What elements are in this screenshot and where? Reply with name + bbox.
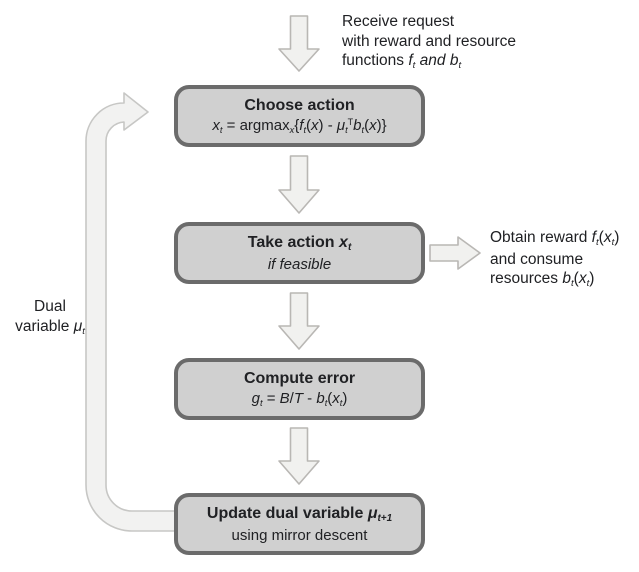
- text-token: (: [573, 270, 579, 287]
- text-token: b: [316, 389, 325, 407]
- text-token: B: [279, 389, 290, 407]
- text-token: Receive request: [342, 13, 455, 30]
- text-token: functions: [342, 52, 409, 69]
- text-token: t: [412, 60, 416, 72]
- text-token: μ: [336, 116, 346, 134]
- text-token: Compute error: [243, 369, 356, 387]
- text-token: /: [289, 389, 294, 407]
- text-token: t: [586, 278, 590, 290]
- text-token: T: [347, 117, 354, 127]
- box-formula: xt = argmaxx{ft(x) - μtTbt(x)}: [212, 116, 386, 137]
- text-token: x: [332, 389, 340, 407]
- down-arrow-icon: [278, 427, 320, 485]
- text-token: if feasible: [267, 255, 332, 273]
- box-title: Take action xt: [248, 233, 352, 255]
- text-token: f: [591, 229, 596, 246]
- text-token: ): [342, 389, 348, 407]
- text-token: t: [303, 124, 307, 135]
- text-token: t: [339, 397, 343, 408]
- text-token: b: [353, 116, 362, 134]
- text-token: x: [578, 270, 587, 287]
- text-token: T: [293, 389, 304, 407]
- text-token: -: [303, 389, 317, 407]
- text-token: ): [614, 229, 620, 246]
- note-line: Receive request: [342, 12, 516, 32]
- box-formula: using mirror descent: [232, 526, 368, 545]
- text-token: x: [603, 229, 612, 246]
- text-token: t: [595, 237, 599, 249]
- text-token: ): [589, 270, 595, 287]
- box-choose-action: Choose action xt = argmaxx{ft(x) - μtTbt…: [174, 85, 425, 147]
- text-token: Take action: [247, 233, 340, 251]
- down-arrow-icon: [278, 155, 320, 214]
- text-token: x: [212, 116, 220, 134]
- text-token: g: [251, 389, 260, 407]
- text-token: variable: [15, 317, 74, 335]
- text-token: t: [324, 397, 328, 408]
- text-token: b: [562, 270, 571, 287]
- text-token: and consume: [490, 250, 584, 268]
- text-token: )}: [376, 116, 387, 134]
- box-update-dual-variable: Update dual variable μt+1 using mirror d…: [174, 493, 425, 555]
- text-token: Update dual variable: [206, 504, 368, 522]
- text-token: x: [311, 116, 319, 134]
- text-token: f: [408, 52, 413, 69]
- box-formula: if feasible: [268, 255, 331, 274]
- down-arrow-icon: [278, 15, 320, 72]
- text-token: using mirror descent: [231, 526, 368, 544]
- receive-request-note: Receive request with reward and resource…: [342, 12, 516, 73]
- dual-variable-label: Dual variable μt: [0, 297, 100, 338]
- text-token: {: [294, 116, 300, 134]
- text-token: μ: [73, 317, 83, 335]
- text-token: t: [347, 241, 352, 253]
- text-token: t: [345, 124, 348, 135]
- box-title: Choose action: [244, 96, 354, 116]
- text-token: resources: [490, 270, 563, 287]
- text-token: x: [369, 116, 377, 134]
- box-take-action: Take action xt if feasible: [174, 222, 425, 284]
- right-arrow-icon: [429, 236, 481, 270]
- note-line: with reward and resource: [342, 32, 516, 52]
- text-token: μ: [367, 504, 378, 522]
- text-token: Choose action: [244, 96, 355, 114]
- text-token: (: [364, 116, 370, 134]
- text-token: x: [289, 124, 295, 135]
- text-token: Dual: [34, 298, 66, 315]
- text-token: t+1: [377, 512, 393, 524]
- down-arrow-icon: [278, 292, 320, 350]
- text-token: f: [299, 116, 304, 134]
- text-token: Obtain reward: [490, 229, 592, 246]
- text-token: t: [219, 124, 223, 135]
- box-title: Update dual variable μt+1: [207, 504, 392, 526]
- text-token: t: [571, 278, 574, 290]
- loop-back-arrow-icon: [85, 92, 177, 532]
- text-token: (: [327, 389, 333, 407]
- obtain-reward-note: Obtain reward ft(xt) and consume resourc…: [490, 228, 619, 291]
- text-token: = argmax: [222, 116, 290, 134]
- note-line: Dual: [0, 297, 100, 317]
- text-token: with reward and resource: [342, 32, 517, 50]
- text-token: (: [598, 229, 604, 246]
- text-token: and: [419, 52, 446, 69]
- text-token: t: [259, 397, 263, 408]
- box-formula: gt = B/T - bt(xt): [252, 389, 348, 410]
- text-token: t: [611, 237, 615, 249]
- note-line: Obtain reward ft(xt): [490, 228, 619, 250]
- note-line: and consume: [490, 250, 619, 270]
- text-token: x: [339, 233, 348, 251]
- text-token: ) -: [318, 116, 337, 134]
- note-line: resources bt(xt): [490, 269, 619, 291]
- text-token: t: [361, 124, 365, 135]
- box-title: Compute error: [244, 369, 355, 389]
- note-line: functions ft and bt: [342, 51, 516, 73]
- text-token: (: [306, 116, 312, 134]
- text-token: b: [449, 52, 459, 69]
- text-token: =: [262, 389, 280, 407]
- text-token: t: [82, 325, 85, 337]
- box-compute-error: Compute error gt = B/T - bt(xt): [174, 358, 425, 420]
- text-token: t: [458, 60, 462, 72]
- note-line: variable μt: [0, 317, 100, 339]
